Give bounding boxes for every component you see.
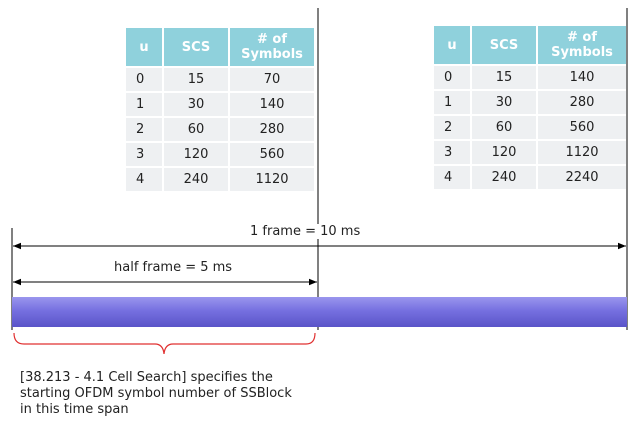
cell-scs: 30 (472, 91, 536, 114)
cell-u: 4 (126, 168, 162, 191)
cell-u: 2 (434, 116, 470, 139)
cell-u: 0 (434, 66, 470, 89)
cell-u: 3 (434, 141, 470, 164)
cell-symbols: 70 (230, 68, 314, 91)
cell-u: 1 (434, 91, 470, 114)
header-symbols: # of Symbols (538, 26, 626, 64)
cell-scs: 240 (472, 166, 536, 189)
cell-u: 1 (126, 93, 162, 116)
half-frame-brace (13, 332, 316, 355)
half-frame-duration-label: half frame = 5 ms (114, 260, 233, 275)
header-u: u (434, 26, 470, 64)
cell-u: 0 (126, 68, 162, 91)
header-symbols: # of Symbols (230, 28, 314, 66)
cell-scs: 240 (164, 168, 228, 191)
cell-symbols: 280 (230, 118, 314, 141)
cell-u: 2 (126, 118, 162, 141)
cell-scs: 60 (164, 118, 228, 141)
cell-scs: 15 (164, 68, 228, 91)
cell-symbols: 560 (230, 143, 314, 166)
cell-u: 4 (434, 166, 470, 189)
caption-line: in this time span (20, 402, 129, 417)
frame-duration-label: 1 frame = 10 ms (248, 224, 363, 239)
cell-scs: 30 (164, 93, 228, 116)
cell-scs: 15 (472, 66, 536, 89)
cell-search-caption: [38.213 - 4.1 Cell Search] specifies the… (20, 370, 340, 418)
cell-scs: 120 (472, 141, 536, 164)
header-scs: SCS (472, 26, 536, 64)
timeline-bar (12, 297, 627, 327)
cell-symbols: 560 (538, 116, 626, 139)
caption-line: [38.213 - 4.1 Cell Search] specifies the (20, 370, 273, 385)
cell-symbols: 1120 (538, 141, 626, 164)
cell-symbols: 280 (538, 91, 626, 114)
cell-scs: 60 (472, 116, 536, 139)
cell-symbols: 140 (538, 66, 626, 89)
header-scs: SCS (164, 28, 228, 66)
cell-u: 3 (126, 143, 162, 166)
cell-symbols: 2240 (538, 166, 626, 189)
cell-symbols: 1120 (230, 168, 314, 191)
cell-symbols: 140 (230, 93, 314, 116)
header-u: u (126, 28, 162, 66)
cell-scs: 120 (164, 143, 228, 166)
caption-line: starting OFDM symbol number of SSBlock (20, 386, 292, 401)
